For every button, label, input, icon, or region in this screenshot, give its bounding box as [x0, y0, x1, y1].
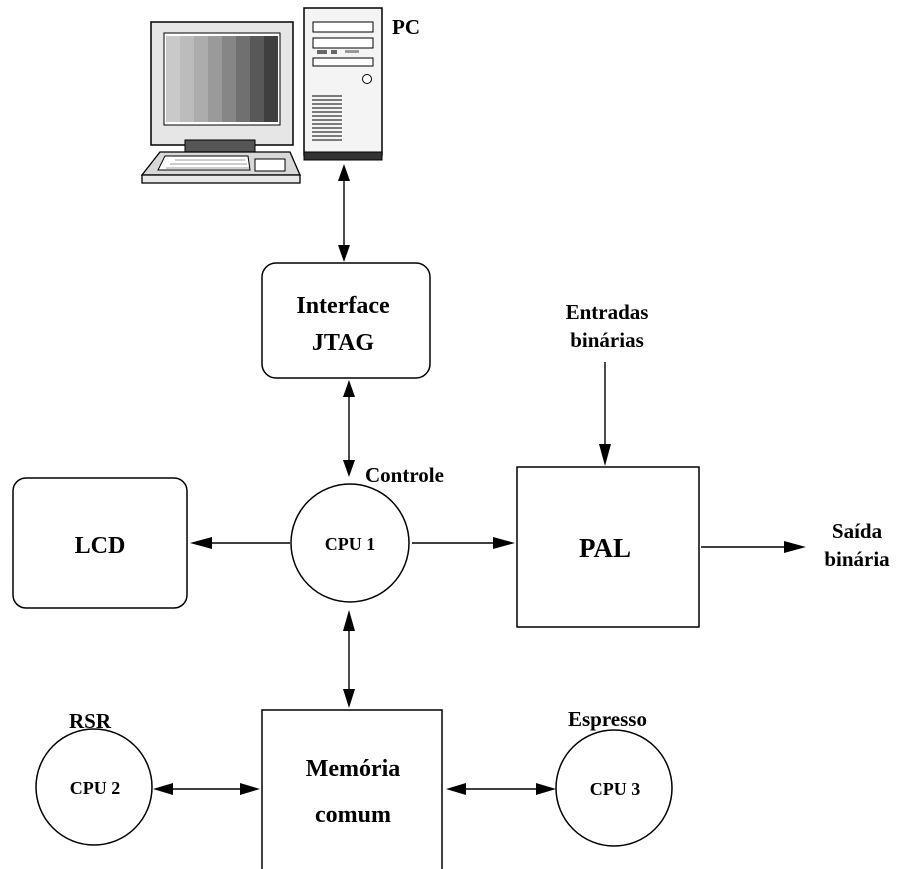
- shared-memory-block: Memória comum: [261, 709, 443, 869]
- cpu3-role-label: Espresso: [568, 707, 647, 731]
- cpu1-role-label: Controle: [365, 463, 444, 487]
- arrowhead: [343, 380, 355, 397]
- pc-tower: [303, 7, 383, 161]
- cpu2-role-label: RSR: [69, 709, 112, 733]
- arrowhead: [153, 783, 173, 795]
- lcd-block: LCD: [12, 477, 188, 609]
- jtag-label-line2: JTAG: [312, 330, 375, 356]
- inputs-label-line2: binárias: [570, 328, 644, 352]
- jtag-label-line1: Interface: [296, 293, 390, 319]
- arrowhead: [338, 245, 350, 262]
- output-label-line2: binária: [824, 547, 890, 571]
- arrowhead: [446, 783, 466, 795]
- memory-label-line1: Memória: [306, 756, 401, 782]
- binary-output-label: Saída binária: [824, 519, 890, 571]
- cpu3-node: CPU 3: [555, 729, 673, 847]
- arrowhead: [343, 689, 355, 708]
- cpu1-label: CPU 1: [325, 534, 376, 554]
- arrowhead: [536, 783, 556, 795]
- connectors: [153, 164, 806, 795]
- arrowhead: [240, 783, 260, 795]
- arrowhead: [338, 164, 350, 181]
- binary-inputs-label: Entradas binárias: [566, 300, 649, 352]
- memory-label-line2: comum: [315, 802, 391, 828]
- arrowhead: [343, 610, 355, 631]
- pc-keyboard: [140, 151, 301, 184]
- pal-label: PAL: [579, 533, 631, 563]
- arrowhead: [493, 537, 515, 549]
- output-label-line1: Saída: [832, 519, 883, 543]
- cpu1-node: CPU 1: [290, 483, 410, 603]
- pal-block: PAL: [516, 466, 700, 628]
- cpu2-node: CPU 2: [35, 728, 153, 846]
- arrowhead: [343, 460, 355, 477]
- arrowhead: [784, 541, 806, 553]
- arrowhead: [190, 537, 212, 549]
- pc-monitor: [150, 21, 294, 153]
- arrowhead: [599, 444, 611, 466]
- pc-label: PC: [392, 15, 420, 39]
- jtag-interface-block: Interface JTAG: [261, 262, 431, 379]
- lcd-label: LCD: [75, 533, 126, 559]
- cpu2-label: CPU 2: [70, 778, 121, 798]
- inputs-label-line1: Entradas: [566, 300, 649, 324]
- desktop-computer-icon: [140, 7, 383, 184]
- cpu3-label: CPU 3: [590, 779, 641, 799]
